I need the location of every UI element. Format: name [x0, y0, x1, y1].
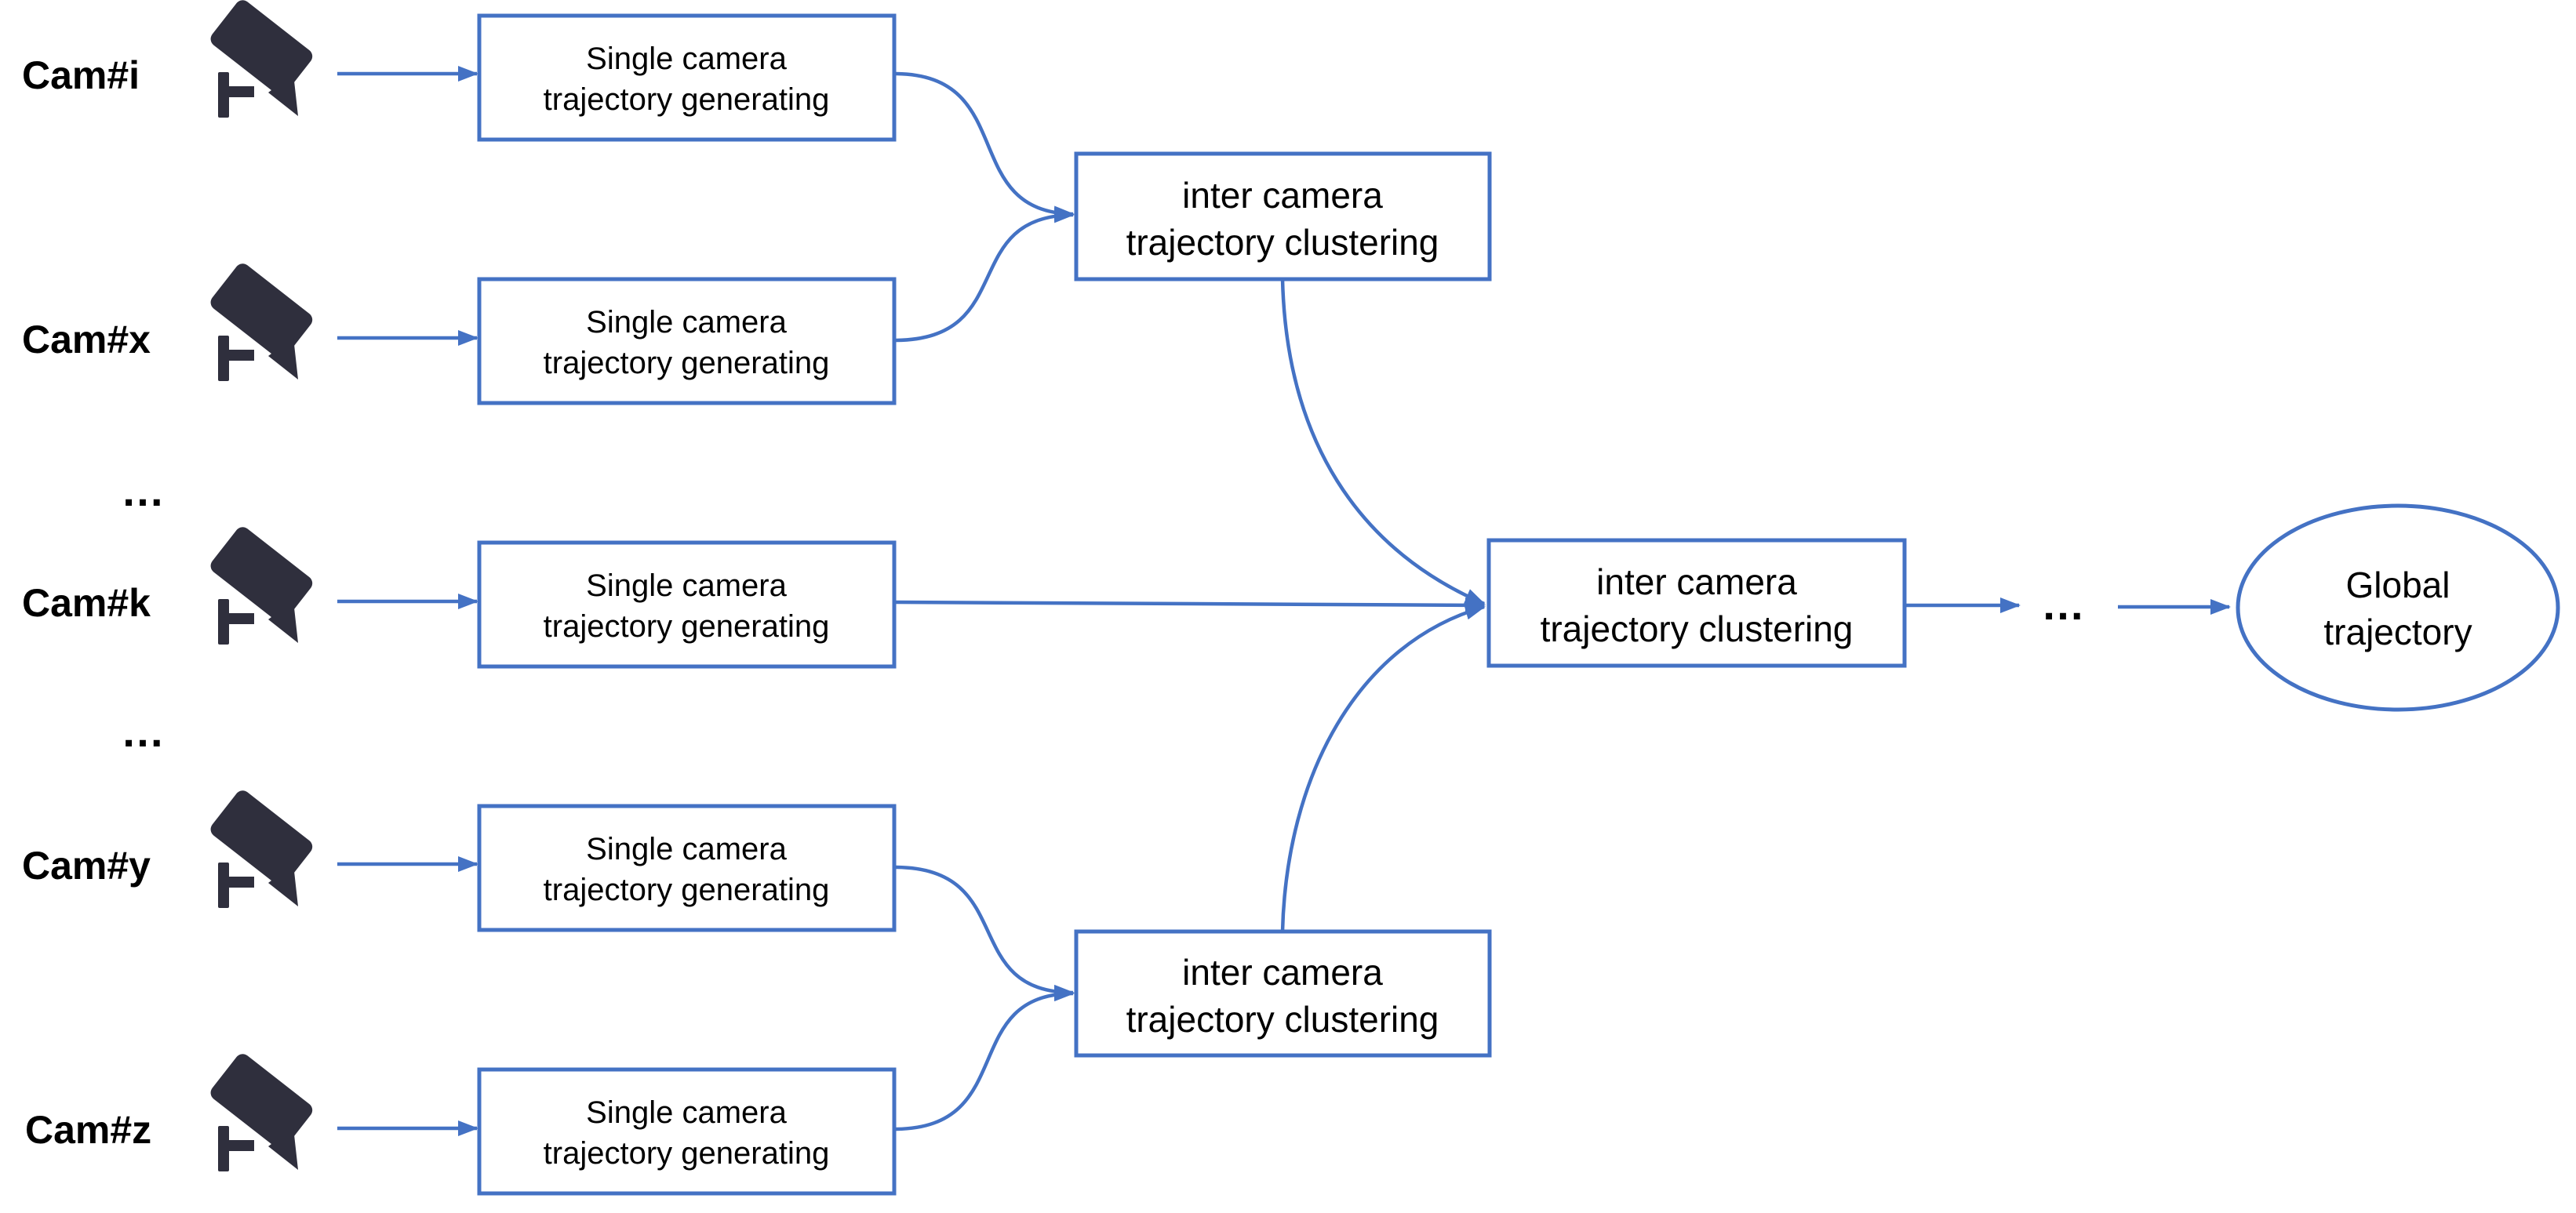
global-line2: trajectory	[2323, 612, 2472, 652]
security-camera-icon	[207, 0, 316, 118]
single-camera-line2: trajectory generating	[544, 609, 830, 644]
camera-label-x: Cam#x	[22, 318, 151, 361]
single-camera-line1: Single camera	[586, 1095, 787, 1130]
connector-z-to-lower-cluster	[893, 986, 1075, 1131]
single-camera-box-x: Single camera trajectory generating	[477, 277, 897, 405]
inter-camera-line2: trajectory clustering	[1126, 222, 1439, 263]
camera-label-k: Cam#k	[22, 581, 151, 625]
camera-label-z: Cam#z	[25, 1108, 151, 1152]
camera-label-i: Cam#i	[22, 53, 140, 97]
camera-label-y: Cam#y	[22, 844, 151, 888]
connector-upper-to-center-cluster	[1280, 278, 1486, 606]
single-camera-line1: Single camera	[586, 42, 787, 76]
single-camera-line1: Single camera	[586, 305, 787, 340]
ellipsis-cameras-lower: …	[121, 706, 165, 756]
single-camera-line1: Single camera	[586, 832, 787, 866]
inter-camera-line2: trajectory clustering	[1126, 999, 1439, 1040]
inter-camera-line2: trajectory clustering	[1541, 608, 1854, 649]
connector-k-to-center-cluster	[893, 597, 1486, 613]
ellipsis-pipeline: …	[2041, 579, 2085, 629]
single-camera-box-z: Single camera trajectory generating	[477, 1067, 897, 1196]
single-camera-line1: Single camera	[586, 568, 787, 603]
security-camera-icon	[207, 524, 316, 645]
security-camera-icon	[207, 787, 316, 908]
single-camera-line2: trajectory generating	[544, 873, 830, 907]
inter-camera-line1: inter camera	[1596, 561, 1797, 602]
security-camera-icon	[207, 1051, 316, 1171]
connector-i-to-upper-cluster	[893, 71, 1075, 222]
single-camera-line2: trajectory generating	[544, 346, 830, 380]
single-camera-line2: trajectory generating	[544, 82, 830, 117]
inter-camera-box-lower: inter camera trajectory clustering	[1074, 929, 1492, 1058]
inter-camera-box-upper: inter camera trajectory clustering	[1074, 151, 1492, 281]
inter-camera-line1: inter camera	[1182, 952, 1383, 993]
connector-y-to-lower-cluster	[893, 865, 1075, 1001]
single-camera-line2: trajectory generating	[544, 1136, 830, 1171]
global-line1: Global	[2346, 565, 2450, 605]
inter-camera-line1: inter camera	[1182, 175, 1383, 216]
ellipsis-cameras-upper: …	[121, 466, 165, 515]
connector-lower-to-center-cluster	[1280, 604, 1486, 932]
security-camera-icon	[207, 260, 316, 381]
single-camera-box-k: Single camera trajectory generating	[477, 540, 897, 669]
single-camera-box-y: Single camera trajectory generating	[477, 804, 897, 932]
global-trajectory-node: Global trajectory	[2236, 503, 2560, 712]
single-camera-box-i: Single camera trajectory generating	[477, 13, 897, 142]
connector-x-to-upper-cluster	[893, 207, 1075, 343]
inter-camera-box-center: inter camera trajectory clustering	[1486, 538, 1907, 668]
